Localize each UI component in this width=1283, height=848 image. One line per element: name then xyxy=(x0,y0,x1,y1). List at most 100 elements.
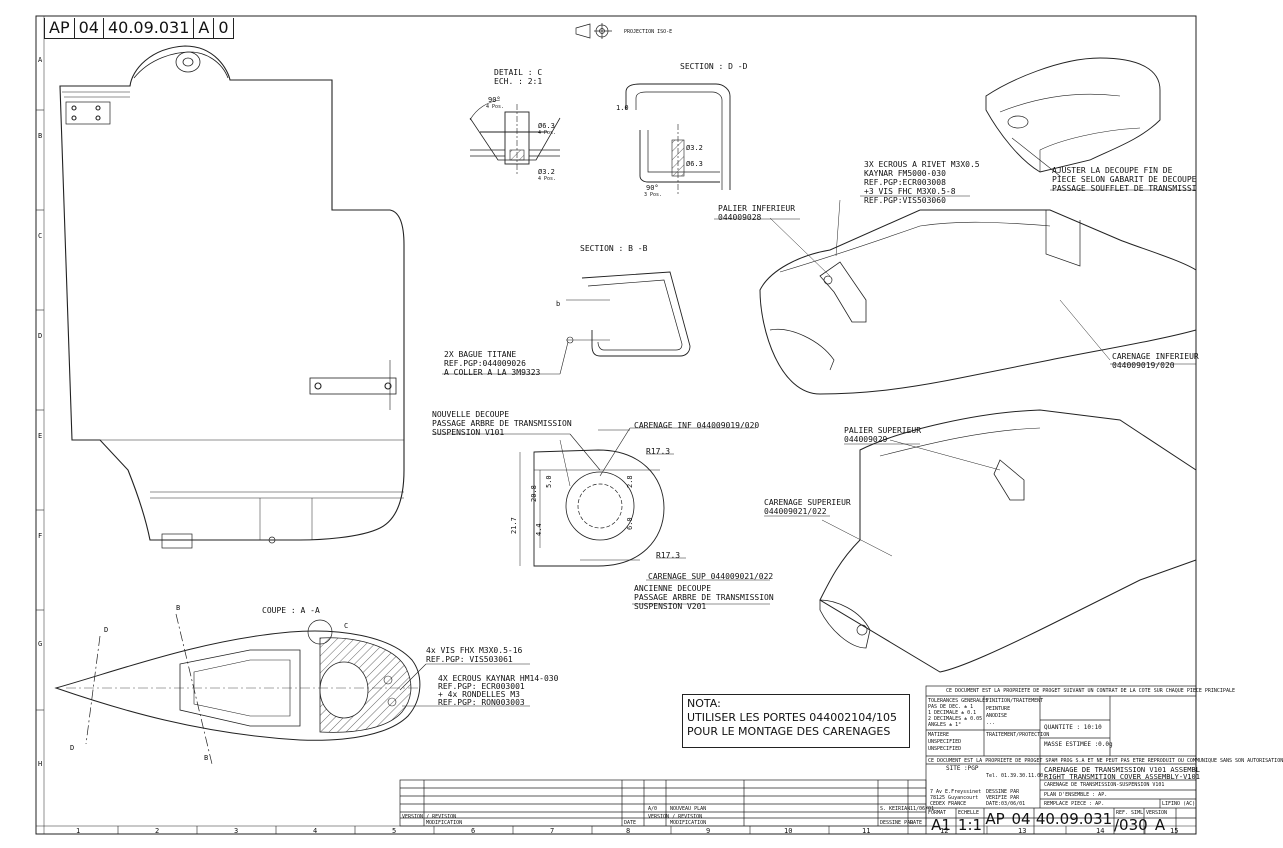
carenage-inf-label: CARENAGE INF 044009019/020 xyxy=(634,421,760,430)
section-dd-title: SECTION : D -D xyxy=(680,62,748,71)
ref-rev: 0 xyxy=(218,18,229,37)
detail-c-dia2-pos: 4 Pos. xyxy=(538,176,557,182)
matiere-row: UNSPECIFIED xyxy=(928,746,962,752)
ref-number: 40.09.031 xyxy=(104,18,195,38)
finish-row: ANODISE xyxy=(986,713,1008,719)
callout-line: CARENAGE SUPERIEUR xyxy=(764,498,851,507)
callout-line: PASSAGE ARBRE DE TRANSMISSION xyxy=(634,593,774,602)
callout-line: PALIER INFERIEUR xyxy=(718,204,796,213)
verified-by: VERIFIE PAR xyxy=(986,795,1020,801)
col-label-8: 8 xyxy=(626,827,631,835)
company-line: CEDEX FRANCE xyxy=(930,801,967,807)
callout-line: 044009019/020 xyxy=(1112,361,1175,370)
revision-author: S. KEIRIAN xyxy=(880,806,911,812)
format-value: A1 xyxy=(931,816,951,834)
callout-line: ANCIENNE DECOUPE xyxy=(634,584,712,593)
site-label: SITE :PGP xyxy=(946,765,979,772)
revision-header-mod: MODIFICATION xyxy=(426,820,463,826)
detail-c-dia1: Ø6.3 xyxy=(538,122,555,130)
projection-symbol xyxy=(575,23,612,39)
col-label-3: 3 xyxy=(234,827,239,835)
callout-line: 044009021/022 xyxy=(764,507,827,516)
finish-heading: FINITION/TRAITEMENT xyxy=(986,698,1044,704)
callout-line: PALIER SUPERIEUR xyxy=(844,426,922,435)
revision-date: 11/06/01 xyxy=(910,806,935,812)
top-drawing-reference: AP 04 40.09.031 A 0 xyxy=(44,18,234,39)
quantity-label: QUANTITE : 10:10 xyxy=(1044,724,1102,731)
row-label-d: D xyxy=(38,332,43,340)
callout-line: SUSPENSION V101 xyxy=(432,428,505,437)
coupe-aa-view xyxy=(54,613,421,765)
description-en: RIGHT TRANSMITION COVER ASSEMBLY-V101 xyxy=(1044,773,1200,781)
ref-label: REF. SIML xyxy=(1116,810,1144,816)
folio-value: 04 xyxy=(1011,810,1031,828)
leader-lines xyxy=(399,189,1196,707)
title-block-lines xyxy=(399,685,1197,835)
tolerance-row: 1 DECIMALE ± 0.1 xyxy=(928,710,977,716)
col-label-1: 1 xyxy=(76,827,81,835)
section-bb-view xyxy=(566,271,691,357)
plan-ensemble: PLAN D'ENSEMBLE : AP. xyxy=(1044,792,1108,798)
nota-box: NOTA: UTILISER LES PORTES 044002104/105 … xyxy=(682,694,910,748)
section-dd-dia: Ø3.2 xyxy=(686,144,703,152)
nota-title: NOTA: xyxy=(687,697,721,710)
traitement-heading: TRAITEMENT/PROTECTION xyxy=(986,732,1050,738)
confidential-notice: CE DOCUMENT EST LA PROPRIETE DE PROGET S… xyxy=(928,758,1283,764)
col-label-9: 9 xyxy=(706,827,711,835)
row-label-a: A xyxy=(38,56,43,64)
description-fr: CARENAGE DE TRANSMISSION V101 ASSEMBL xyxy=(1044,766,1200,774)
tel-label: Tel. 01.39.30.11.00 xyxy=(986,773,1044,779)
radius-label-2: R17.3 xyxy=(656,551,681,560)
description-sub: CARENAGE DE TRANSMISSION-SUSPENSION V101 xyxy=(1044,782,1165,788)
section-dd-angle: 90° xyxy=(646,184,659,192)
section-bb-b: b xyxy=(556,300,561,308)
ref-prefix: AP xyxy=(45,18,75,38)
callout-line: REF.PGP: VIS503061 xyxy=(426,655,513,664)
col-label-11: 11 xyxy=(862,827,871,835)
section-dd-thickness: 1.0 xyxy=(616,104,629,112)
callout-line: REF.PGP:044009026 xyxy=(444,359,526,368)
fairing-side-view xyxy=(59,45,405,549)
date-label: DATE:03/06/01 xyxy=(986,801,1026,807)
rev-value: A xyxy=(1154,816,1166,834)
ref-folio: 04 xyxy=(75,18,104,38)
nota-line-1: UTILISER LES PORTES 044002104/105 xyxy=(687,711,897,724)
dim-label: 20.8 xyxy=(530,485,538,502)
revision-code: A/0 xyxy=(648,806,658,812)
company-line: 7 Av E.Freyssinet xyxy=(930,789,982,795)
detail-c-angle: 90° xyxy=(488,96,501,104)
callout-line: REF.PGP:VIS503060 xyxy=(864,196,946,205)
lithio-label: LIFINO (AC) xyxy=(1162,801,1196,807)
drawn-by: DESSINE PAR xyxy=(986,789,1020,795)
row-label-h: H xyxy=(38,760,43,768)
ref-format: A xyxy=(194,18,215,38)
row-label-b: B xyxy=(38,132,43,140)
row-label-g: G xyxy=(38,640,43,648)
section-dd-view xyxy=(625,83,731,196)
detail-mark-c: C xyxy=(344,622,349,630)
title-property: CE DOCUMENT EST LA PROPRIETE DE PROGET S… xyxy=(946,688,1235,694)
callout-line: PIECE SELON GABARIT DE DECOUPE xyxy=(1052,175,1197,184)
callout-line: REF.PGP: ECR003001 xyxy=(438,682,525,691)
technical-drawing xyxy=(35,15,1197,835)
row-label-e: E xyxy=(38,432,43,440)
col-label-4: 4 xyxy=(313,827,318,835)
dim-label: 6.0 xyxy=(626,517,634,530)
callout-line: 3X ECROUS A RIVET M3X0.5 xyxy=(864,160,980,169)
ap-value: AP xyxy=(985,810,1005,828)
section-bb-title: SECTION : B -B xyxy=(580,244,648,253)
format-label: FORMAT xyxy=(928,810,947,816)
callout-line: NOUVELLE DECOUPE xyxy=(432,410,510,419)
row-label-c: C xyxy=(38,232,43,240)
radius-label-1: R17.3 xyxy=(646,447,671,456)
callout-line: SUSPENSION V201 xyxy=(634,602,707,611)
revision-modification: NOUVEAU PLAN xyxy=(670,806,707,812)
revision-header-drawn: DESSINE PAR xyxy=(880,820,914,826)
detail-c-pos: 4 Pos. xyxy=(486,104,505,110)
col-label-14: 14 xyxy=(1096,827,1105,835)
callout-line: A COLLER A LA 3M9323 xyxy=(444,368,541,377)
row-ticks xyxy=(36,109,44,711)
version-label: VERSION xyxy=(1146,810,1168,816)
matiere-heading: MATIERE xyxy=(928,732,950,738)
section-dd-dia2: Ø6.3 xyxy=(686,160,703,168)
